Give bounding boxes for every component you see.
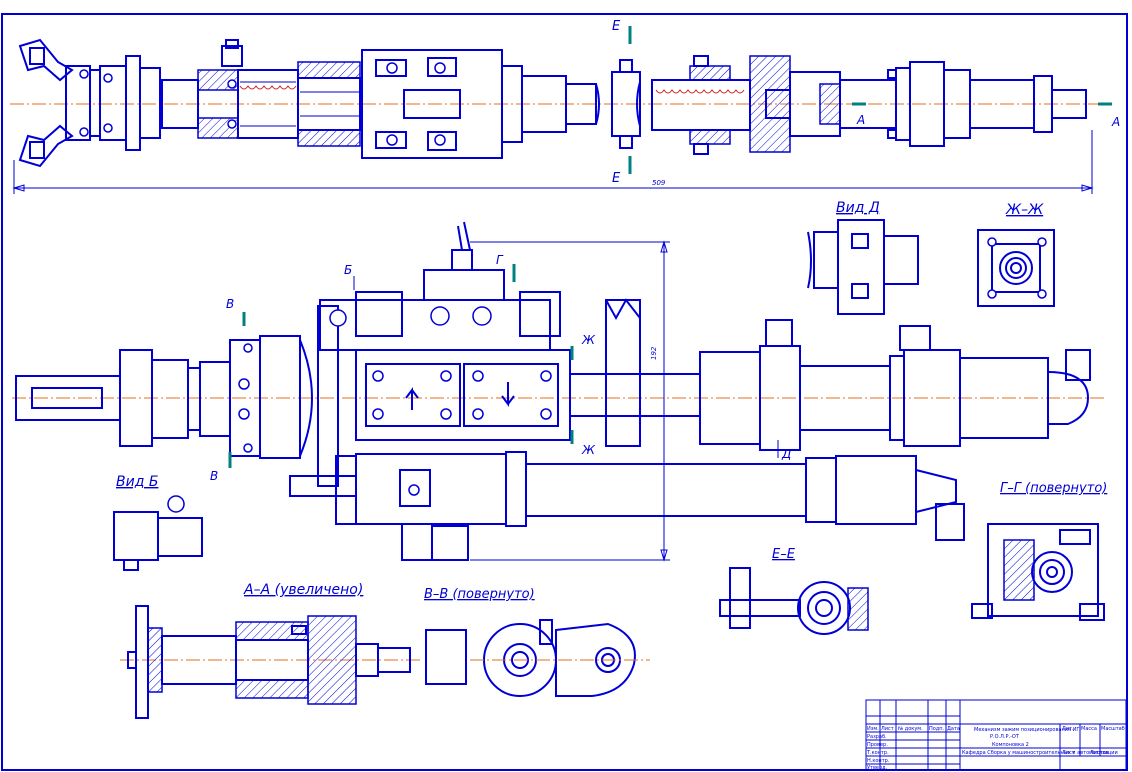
section-b-label: Б [344, 263, 352, 277]
title-block: Механизм зажим позиционирования ИГ Р.О.Л… [865, 699, 1127, 771]
section-e-e-title: Е–Е [772, 547, 796, 562]
overall-length-value: 509 [652, 179, 666, 187]
col-podp: Подп. [929, 726, 945, 732]
section-v-bottom-label: В [210, 469, 218, 483]
view-d: Вид Д [807, 200, 919, 315]
list: Лист [1062, 750, 1075, 756]
view-b: Вид Б [113, 474, 203, 571]
section-e-top-label: Е [612, 19, 621, 34]
section-v-top-label: В [226, 297, 234, 311]
title-line-3: Компоновка 2 [992, 742, 1029, 748]
section-v-v: В–В (повернуто) [424, 587, 650, 697]
row-nkontr: Н.контр. [867, 758, 890, 764]
massa: Масса [1081, 726, 1097, 732]
section-a-a-title: А–А (увеличено) [243, 582, 363, 598]
title-line-2: Р.О.Л.Р.-ОТ [990, 734, 1020, 740]
title-line-1: Механизм зажим позиционирования ИГ [974, 727, 1079, 733]
row-prov: Провер. [867, 742, 888, 748]
section-v-v-title: В–В (повернуто) [424, 587, 535, 602]
shaft-break [595, 59, 641, 149]
sheet-frame [1, 13, 1128, 771]
col-izm: Изм. [867, 726, 879, 732]
middle-plan-view: 192 Б Г В В Ж Ж Д [12, 221, 1104, 562]
row-utv: Утверд. [867, 765, 888, 771]
row-razrab: Разраб. [867, 734, 887, 740]
section-d-label: Д [781, 447, 791, 461]
section-g-label: Г [496, 253, 504, 267]
listov: Листов [1090, 750, 1109, 756]
section-g-g: Г–Г (повернуто) [971, 481, 1107, 621]
col-ndok: № докум. [898, 726, 923, 732]
view-d-title: Вид Д [836, 200, 880, 216]
title-line-4: Кафедра Сборка у машиностроительных и ав… [962, 750, 1118, 756]
height-value: 192 [650, 346, 658, 360]
right-cylinder-section [651, 55, 1087, 155]
section-a-right-label: А [1111, 115, 1120, 129]
section-g-g-title: Г–Г (повернуто) [1000, 481, 1107, 496]
col-list: Лист [881, 726, 894, 732]
col-data: Дата [947, 726, 960, 732]
section-a-left-label: А [856, 113, 865, 127]
section-zh-bottom-label: Ж [581, 443, 596, 457]
section-a-a: А–А (увеличено) [120, 582, 420, 719]
section-zh-zh-title: Ж–Ж [1005, 202, 1044, 218]
valve-block-top [361, 49, 597, 159]
row-tkontr: Т.контр. [866, 750, 889, 756]
lit: Лит. [1062, 726, 1074, 732]
overall-dimension: 509 [12, 130, 1094, 194]
section-e-e: Е–Е [719, 547, 869, 635]
cylinder-section [161, 39, 361, 147]
section-zh-top-label: Ж [581, 333, 596, 347]
gripper-jaws [18, 38, 161, 168]
section-e-bottom-label: Е [612, 171, 621, 186]
masshtab: Масштаб [1101, 726, 1125, 732]
section-zh-zh: Ж–Ж [977, 202, 1055, 307]
view-b-title: Вид Б [116, 474, 158, 490]
top-main-view: 509 Е Е А А [10, 19, 1120, 194]
